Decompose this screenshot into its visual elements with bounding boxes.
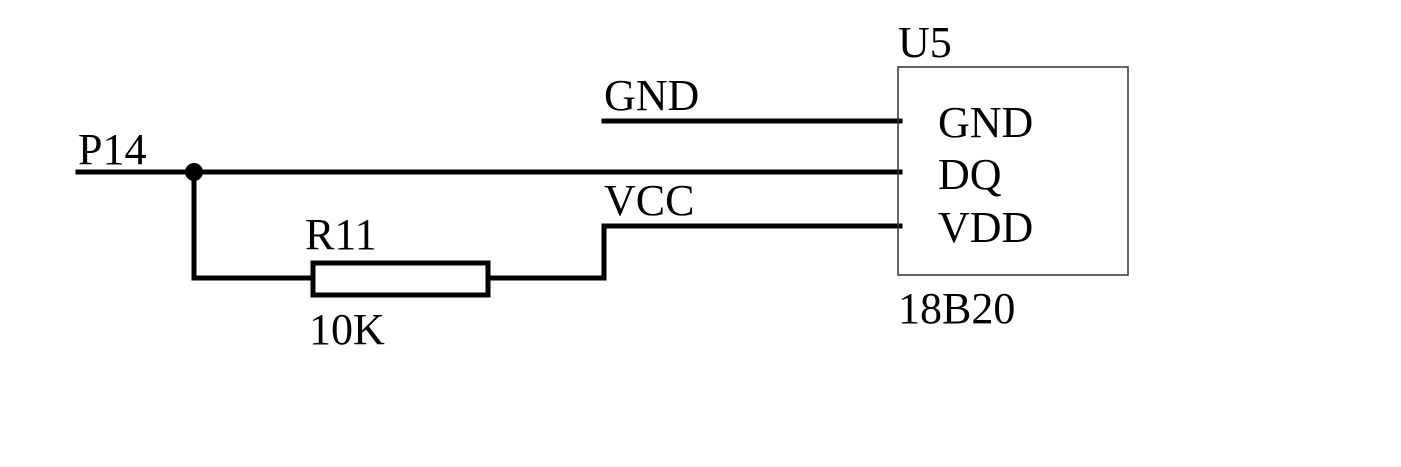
vcc-net-wire bbox=[485, 223, 903, 281]
u5-package-outline bbox=[897, 66, 1129, 276]
ic-pin-dq: DQ bbox=[938, 150, 1002, 199]
ic-designator: U5 bbox=[898, 18, 952, 67]
ic-pin-vdd: VDD bbox=[938, 203, 1033, 252]
resistor-designator: R11 bbox=[305, 210, 377, 259]
ic-part-number: 18B20 bbox=[898, 284, 1015, 333]
net-label-vcc: VCC bbox=[604, 176, 694, 225]
resistor-value: 10K bbox=[309, 305, 385, 354]
resistor-r11-body bbox=[310, 260, 491, 298]
net-label-p14: P14 bbox=[78, 125, 146, 174]
net-label-gnd: GND bbox=[604, 71, 699, 120]
ic-pin-gnd: GND bbox=[938, 98, 1033, 147]
pullup-wire-left bbox=[191, 169, 316, 281]
